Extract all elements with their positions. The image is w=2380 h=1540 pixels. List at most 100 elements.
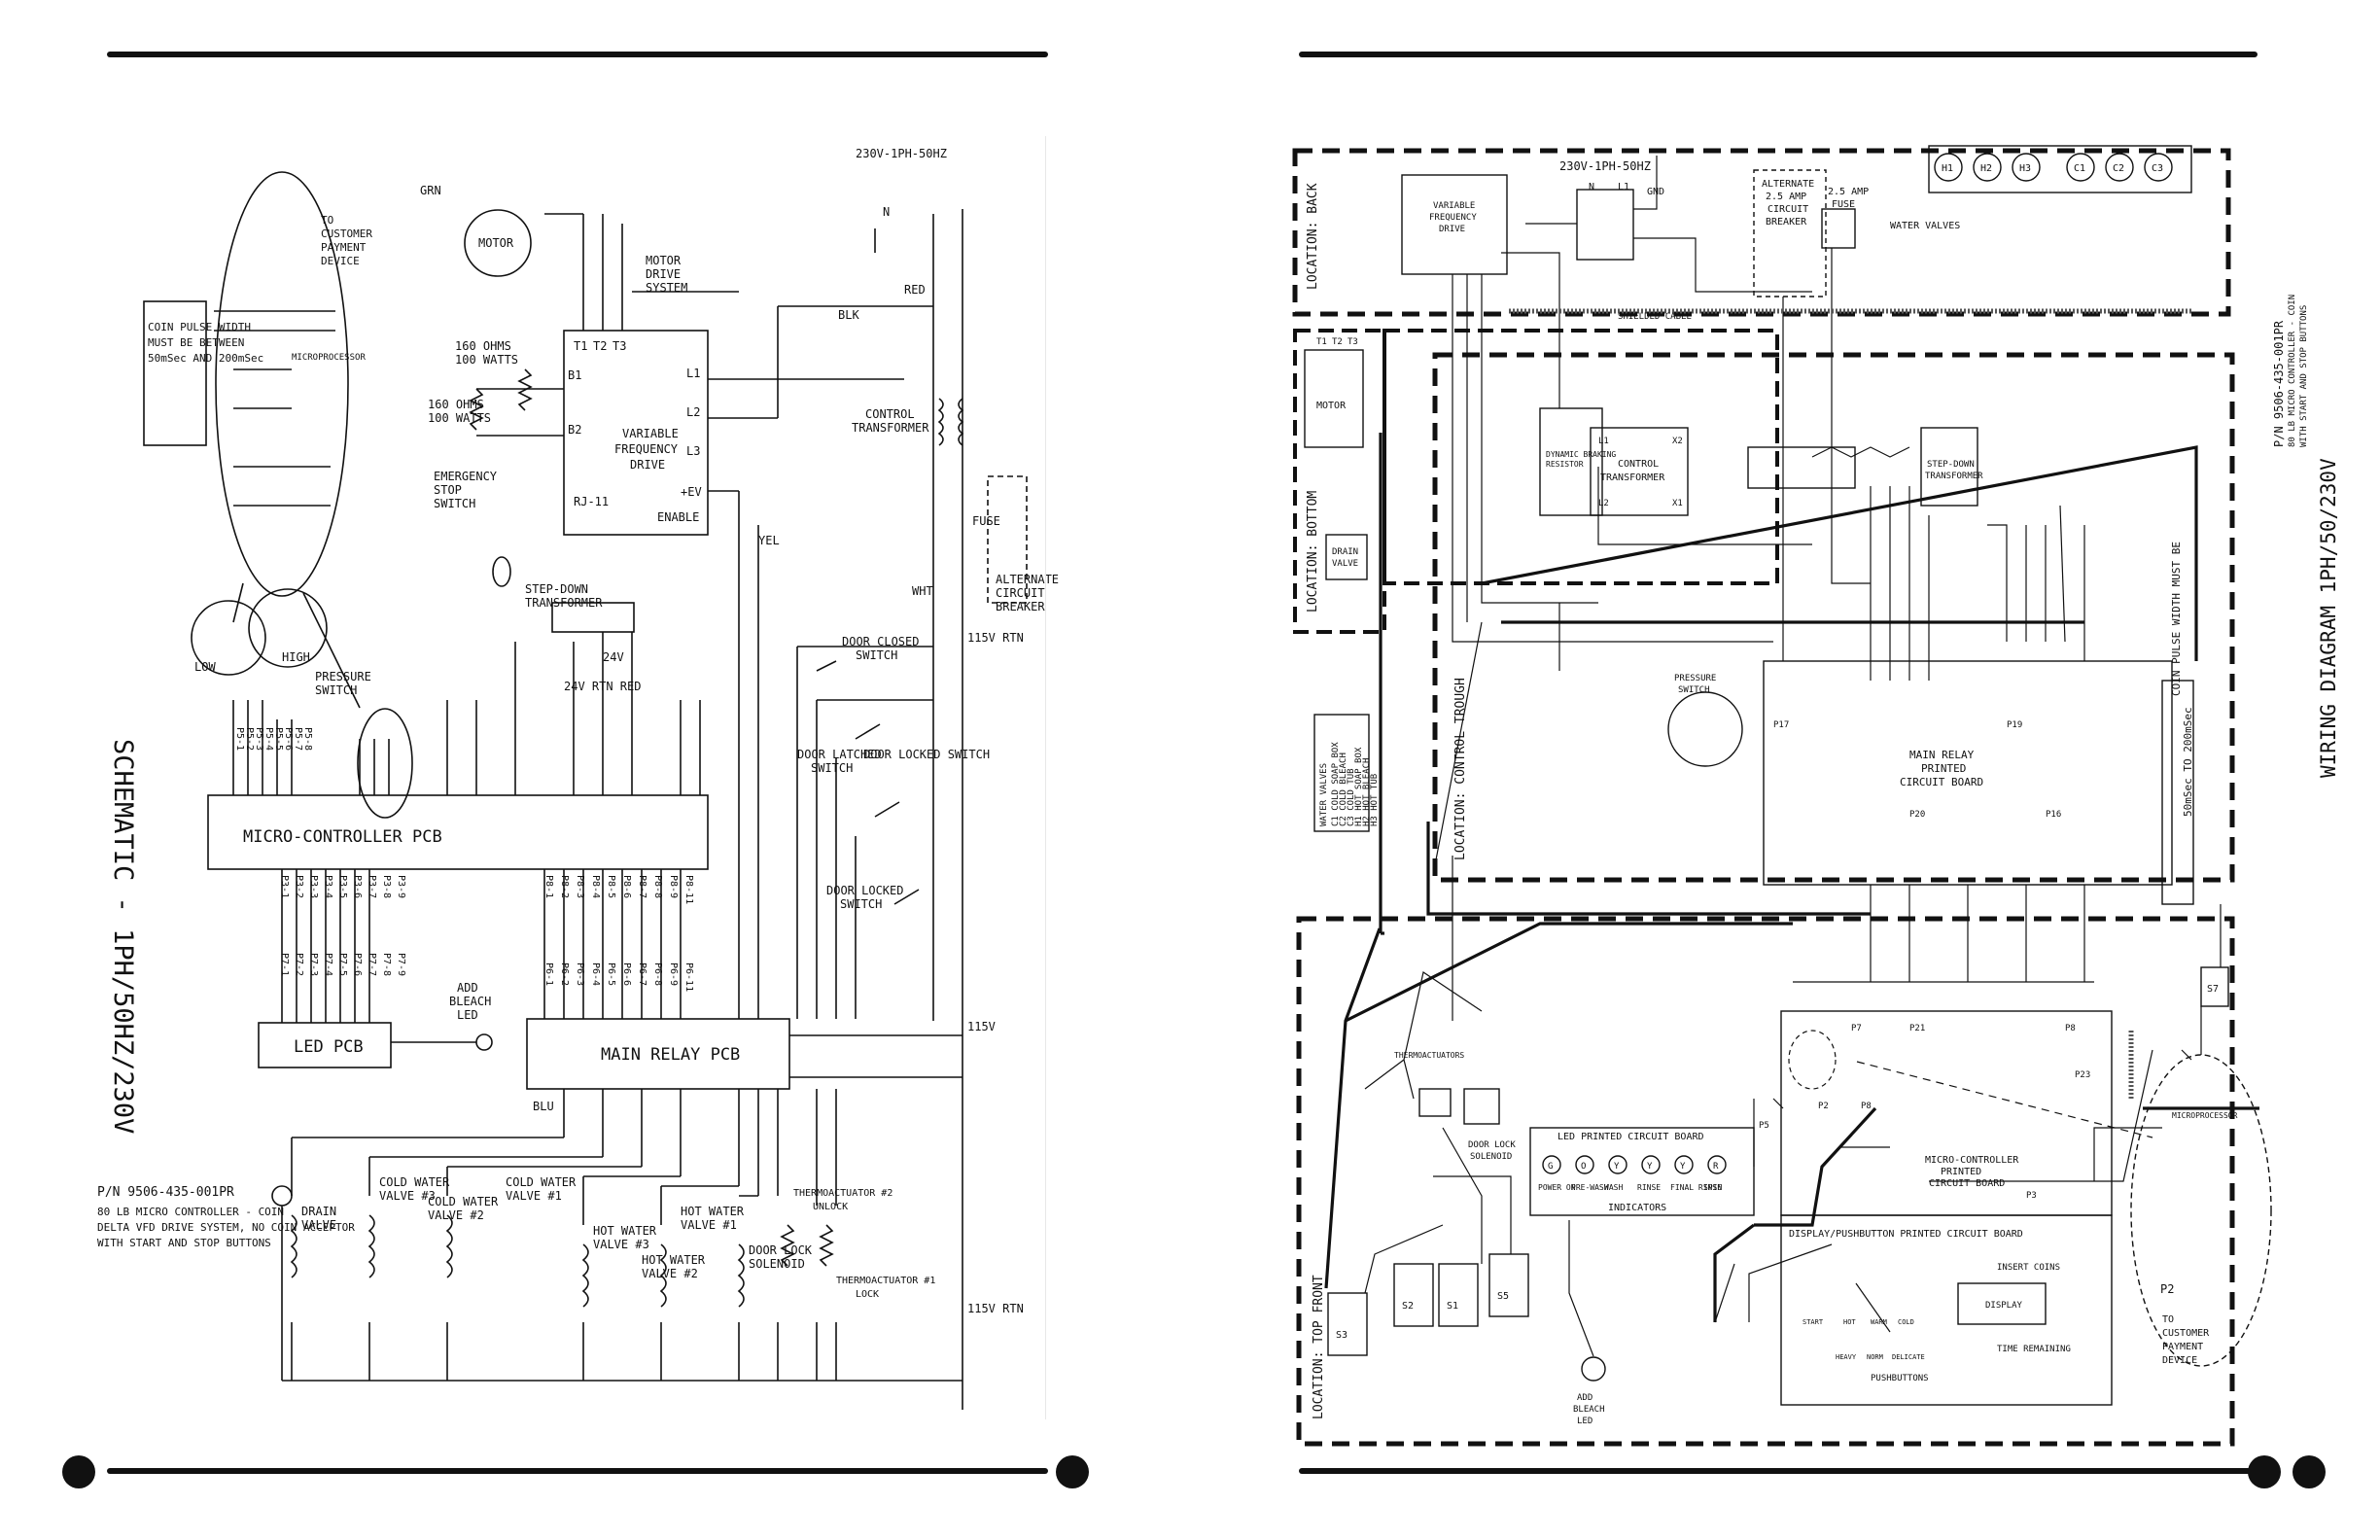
wire-yel-label: YEL [758, 534, 780, 547]
s3-label: S3 [1336, 1330, 1348, 1341]
door-closed-label-2: SWITCH [856, 648, 897, 662]
top-rule [1299, 52, 2258, 57]
led-pcb-label: LED PCB [294, 1037, 364, 1057]
l2-label: L2 [686, 405, 700, 419]
led-board [1529, 1127, 1755, 1216]
p16-label: P16 [2046, 810, 2061, 820]
water-valve-coil [1934, 153, 1963, 182]
warm-button-label[interactable]: WARM [1871, 1318, 1887, 1326]
pin-label-p7: P7-3 [308, 953, 319, 976]
relay-label-1: MAIN RELAY [1909, 749, 1975, 761]
drain-valve-box [1325, 534, 1368, 580]
micro-controller-pcb-label: MICRO-CONTROLLER PCB [243, 827, 442, 847]
s1-label: S1 [1447, 1301, 1458, 1312]
wire-blk-label: BLK [838, 308, 859, 322]
location-trough-label: LOCATION: CONTROL TROUGH [1453, 678, 1468, 860]
pin-label-p7: P7-2 [294, 953, 304, 976]
location-bottom-label: LOCATION: BOTTOM [1306, 491, 1320, 612]
p8-label: P8 [1861, 1102, 1872, 1111]
door-lock-label-2: SOLENOID [1470, 1152, 1512, 1162]
door-solenoid-label-1: DOOR LOCK [749, 1243, 813, 1257]
alt-breaker-box [1753, 169, 1827, 298]
control-transformer-label-2: TRANSFORMER [1600, 472, 1665, 483]
payment-label-3: PAYMENT [2162, 1342, 2203, 1352]
alt-breaker-label-1: ALTERNATE [1762, 179, 1814, 190]
pin-label-p6: P6-2 [559, 962, 570, 986]
location-back-label: LOCATION: BACK [1306, 183, 1320, 290]
location-bottom-box [1293, 329, 1386, 634]
x1-label: X1 [1672, 499, 1683, 508]
relay-label-2: PRINTED [1921, 762, 1966, 775]
water-valve-coil [1973, 153, 2002, 182]
pin-label-p3: P3-6 [352, 875, 363, 898]
time-remaining-label: TIME REMAINING [1997, 1345, 2071, 1354]
drain-label-1: DRAIN [1332, 547, 1358, 557]
stepdown-label-2: TRANSFORMER [1925, 472, 1983, 481]
add-bleach-led-circle [1581, 1356, 1606, 1382]
vfd-label-2: FREQUENCY [614, 442, 679, 456]
pin-label-p6: P6-1 [543, 962, 554, 986]
vfd-label-1: VARIABLE [622, 427, 679, 440]
pressure-high-label: HIGH [282, 650, 310, 664]
l2-label: L2 [1598, 499, 1609, 508]
water-valves-label: WATER VALVES [1890, 221, 1960, 231]
hot3-label-2: VALVE #3 [593, 1238, 649, 1251]
hot2-label-1: HOT WATER [642, 1253, 706, 1267]
hot-button-label[interactable]: HOT [1843, 1318, 1856, 1326]
led-pcb-box [258, 1022, 392, 1068]
alt-breaker-label-1: ALTERNATE [996, 573, 1059, 586]
supply-label: 230V-1PH-50HZ [856, 147, 947, 160]
alt-breaker-label-2: 2.5 AMP [1766, 192, 1806, 202]
water-legend-item: H1 HOT SOAP BOX [1354, 747, 1364, 826]
wire-red-label: RED [904, 283, 926, 297]
cold-button-label[interactable]: COLD [1898, 1318, 1914, 1326]
indicator-label: POWER ON [1538, 1183, 1576, 1192]
door-solenoid-label-2: SOLENOID [749, 1257, 805, 1271]
pressure-label-1: PRESSURE [1674, 674, 1716, 683]
water-legend-item: H2 HOT BLEACH [1362, 758, 1372, 826]
norm-button-label[interactable]: NORM [1867, 1353, 1883, 1361]
indicator-led [1608, 1155, 1628, 1174]
vfd-box [1401, 174, 1508, 275]
wiring-diagram-title: WIRING DIAGRAM 1PH/50/230V [2317, 458, 2340, 778]
start-button-label[interactable]: START [1802, 1318, 1824, 1326]
alt-breaker-box [987, 475, 1028, 604]
t1-label: T1 [574, 339, 587, 353]
pin-label-p6: P6-7 [637, 962, 648, 986]
motor-drive-label-2: DRIVE [646, 267, 681, 281]
drain-label-1: DRAIN [301, 1205, 336, 1218]
p21-label: P21 [1909, 1024, 1925, 1033]
water-valve-coil [2105, 153, 2134, 182]
description-line-1: 80 LB MICRO CONTROLLER - COIN [2288, 295, 2297, 447]
115v-label: 115V [967, 1020, 996, 1033]
vfd-label-2: FREQUENCY [1429, 213, 1477, 223]
pin-label-p3: P3-1 [279, 875, 290, 898]
location-back-box [1292, 148, 2231, 317]
pressure-low-label: LOW [194, 660, 216, 674]
p5-label: P5 [1759, 1121, 1769, 1131]
s2-label: S2 [1402, 1301, 1414, 1312]
pin-label-p3: P3-2 [294, 875, 304, 898]
door-lock-label-1: DOOR LOCK [1468, 1140, 1516, 1150]
coin-note-line-2: 50mSec TO 200mSec [2182, 707, 2194, 817]
water-valve-coil [2012, 153, 2041, 182]
l1-label: L1 [1598, 437, 1609, 446]
motor-symbol [464, 209, 532, 277]
cold3-label-1: COLD WATER [379, 1175, 450, 1189]
l3-label: L3 [686, 444, 700, 458]
sheet-edge [1045, 136, 1046, 1419]
pin-label-p3: P3-4 [323, 875, 333, 898]
p8-label: P8 [2065, 1024, 2076, 1033]
motor-drive-label-1: MOTOR [646, 254, 682, 267]
stepdown-box [1920, 427, 1978, 507]
heavy-button-label[interactable]: HEAVY [1836, 1353, 1857, 1361]
delicate-button-label[interactable]: DELICATE [1892, 1353, 1925, 1361]
alt-breaker-label-3: BREAKER [996, 600, 1045, 613]
supply-label: 230V-1PH-50HZ [1559, 159, 1651, 173]
hot3-label-1: HOT WATER [593, 1224, 657, 1238]
neutral-label: N [1589, 182, 1594, 192]
description-line-2: DELTA VFD DRIVE SYSTEM, NO COIN ACCEPTOR [97, 1221, 355, 1234]
cold1-label-1: COLD WATER [506, 1175, 577, 1189]
payment-label-4: DEVICE [321, 255, 360, 267]
